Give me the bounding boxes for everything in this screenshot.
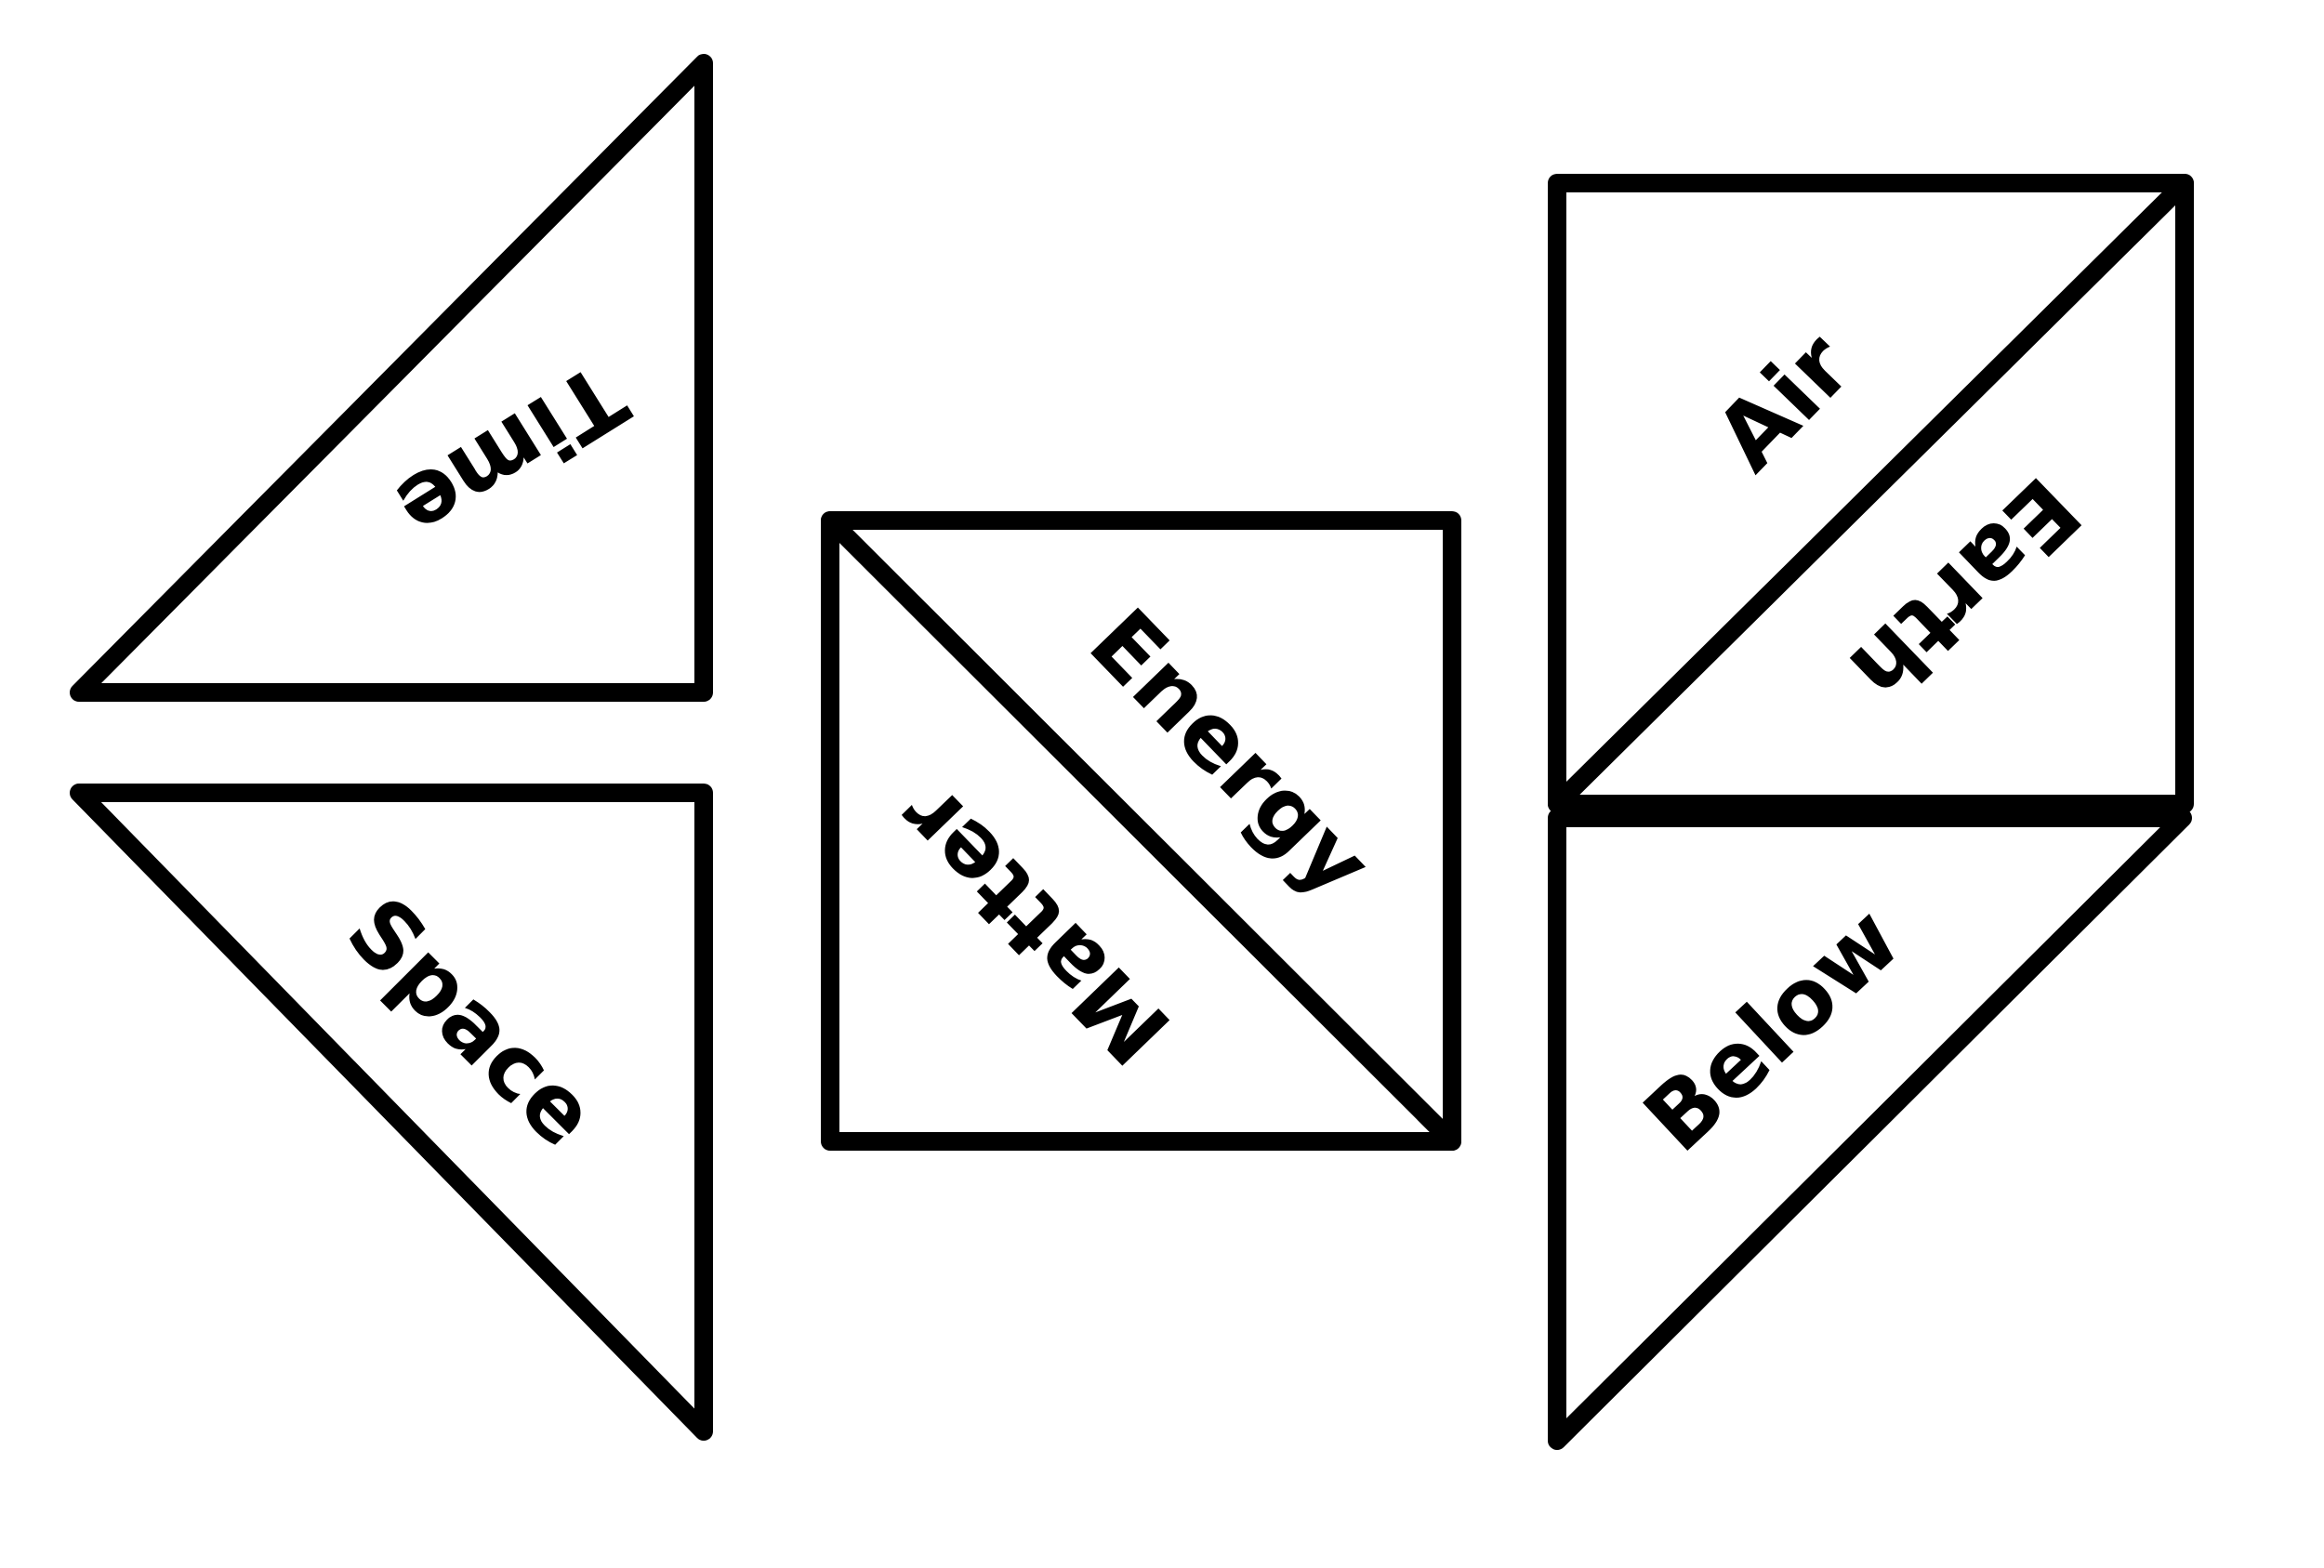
time-triangle-shape xyxy=(70,54,713,702)
space-triangle-shape xyxy=(70,784,713,1441)
energy-matter-diagonal xyxy=(821,511,1461,1151)
below-triangle-shape xyxy=(1548,809,2192,1450)
air-earth-square-piece: Air Earth xyxy=(1548,174,2194,813)
energy-matter-square-piece: Energy Matter xyxy=(821,511,1461,1151)
time-triangle-piece: Time xyxy=(70,54,713,702)
below-triangle-piece: Below xyxy=(1548,809,2192,1450)
air-earth-diagonal xyxy=(1548,174,2194,813)
space-triangle-piece: Space xyxy=(70,784,713,1441)
